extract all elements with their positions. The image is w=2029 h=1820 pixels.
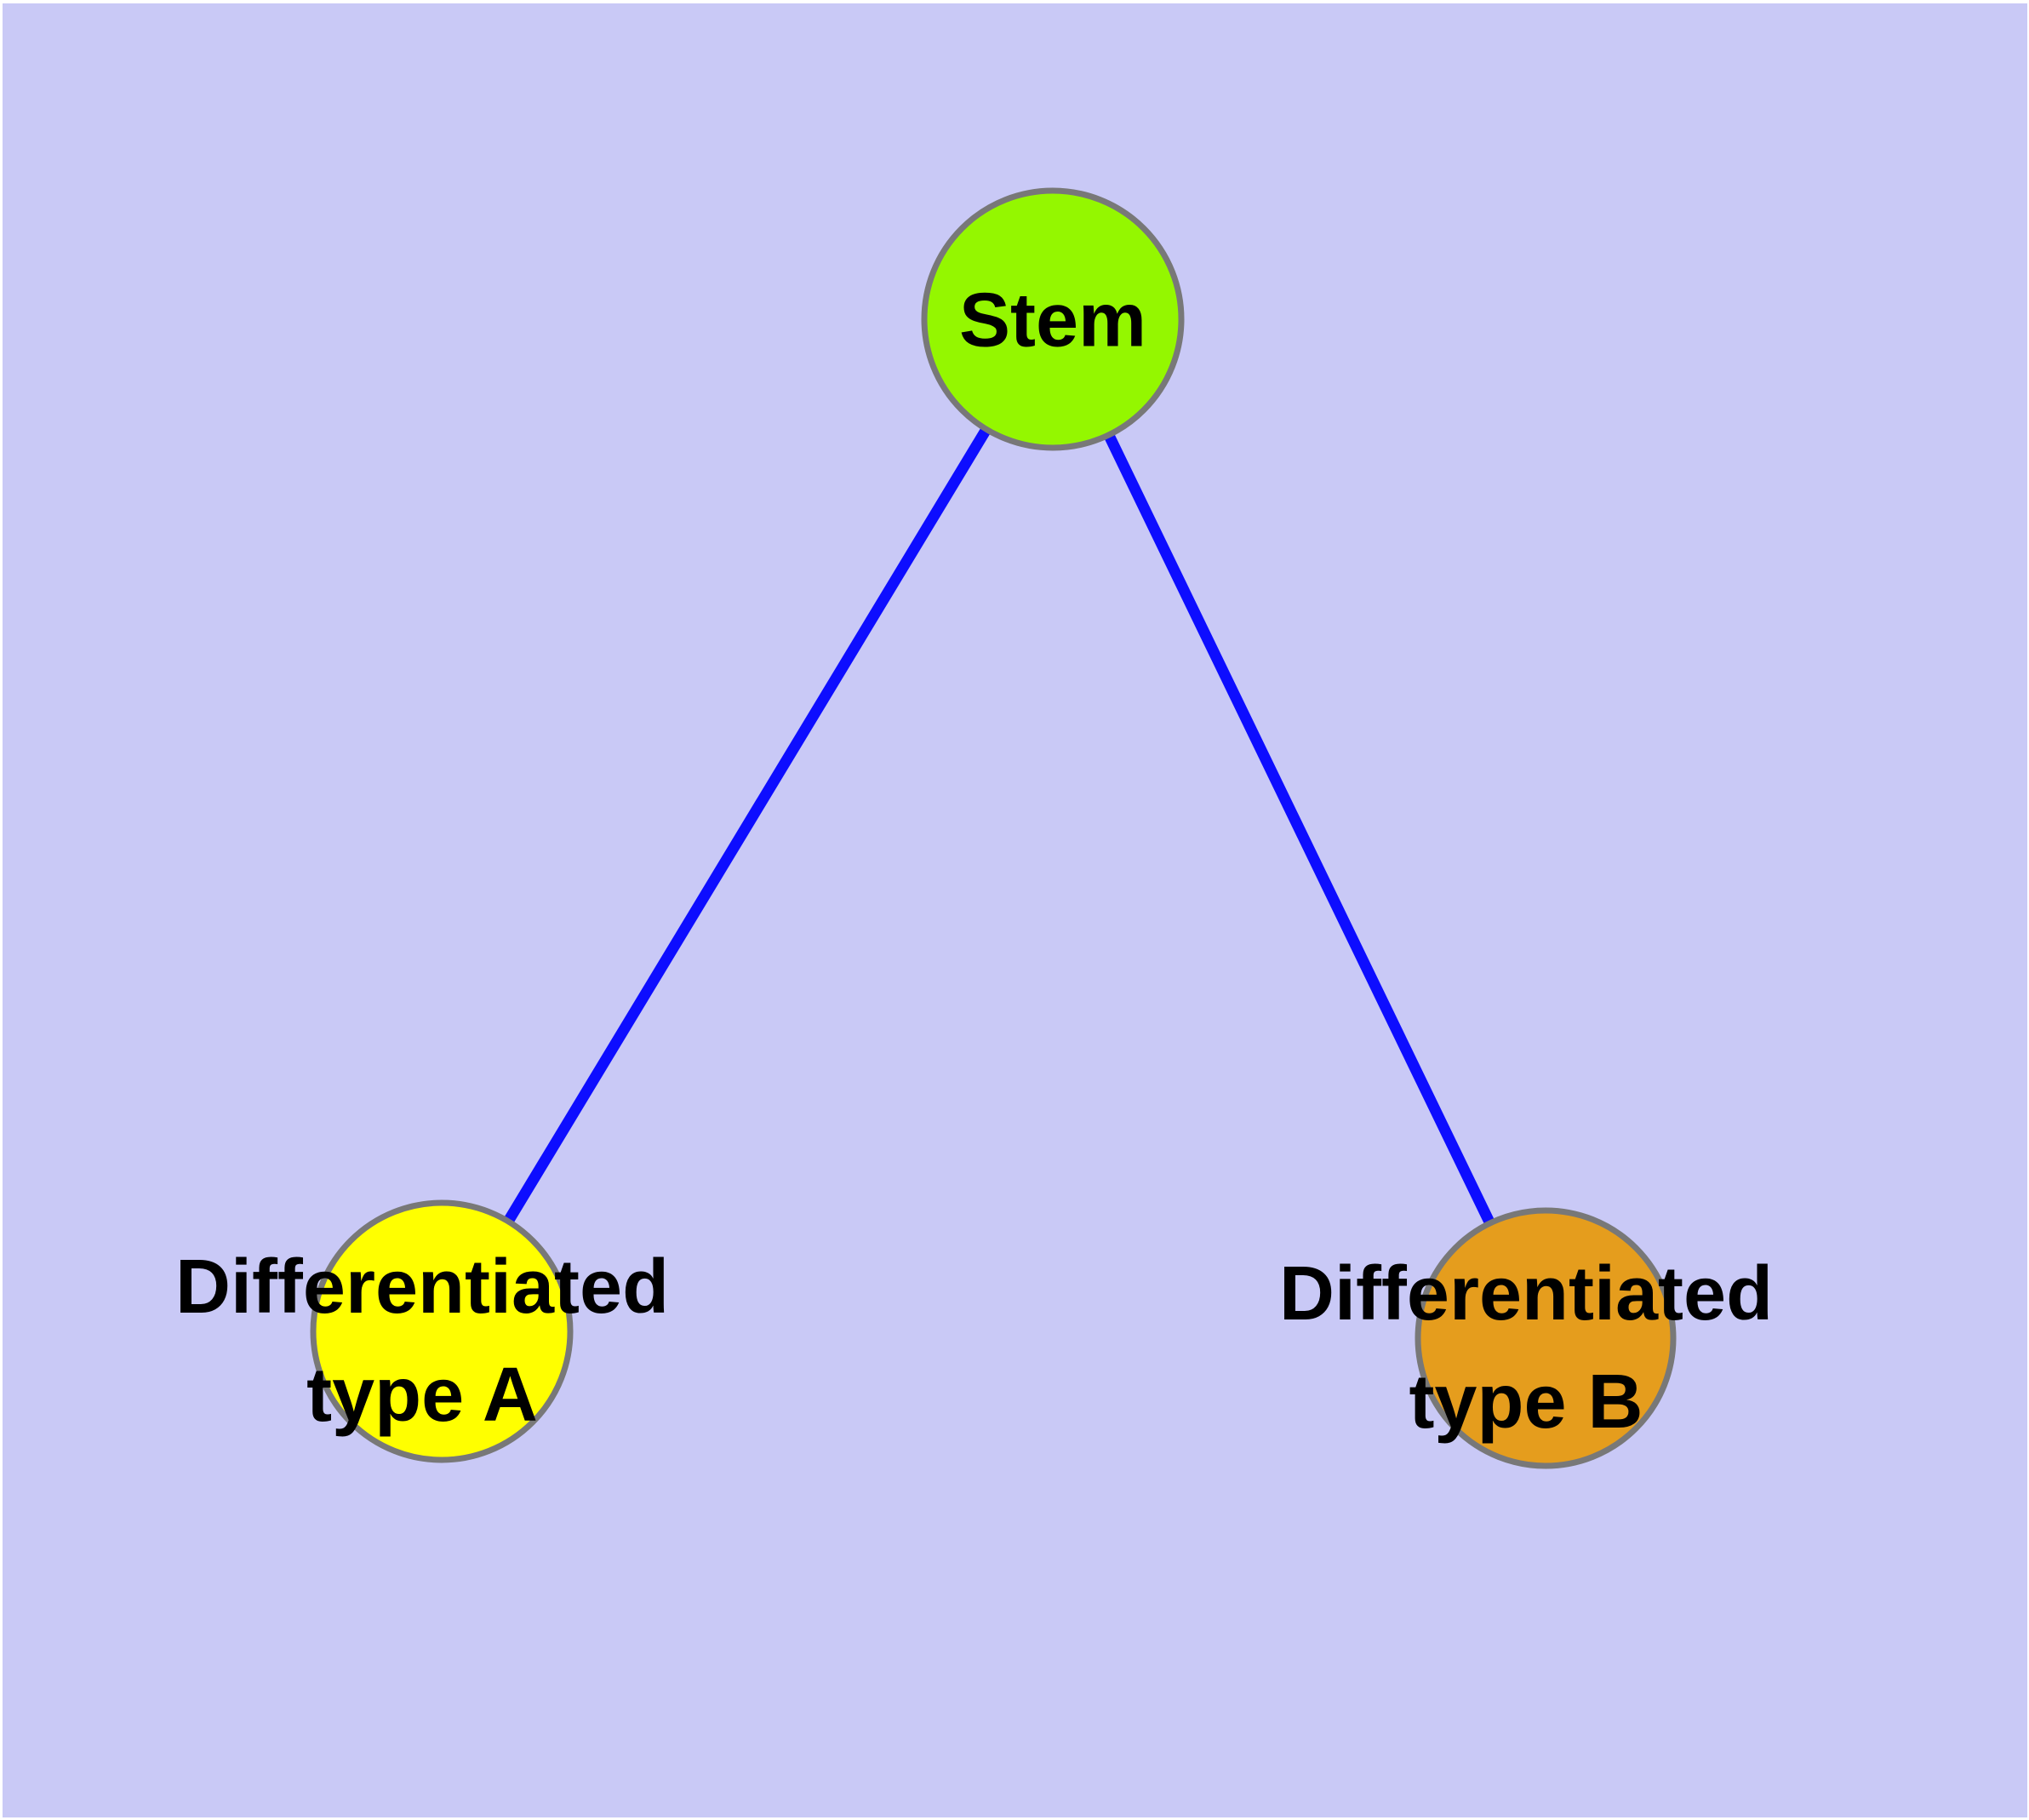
edge-stem-to-type-b (1048, 317, 1551, 1341)
stem-node-circle (921, 187, 1185, 451)
edge-stem-to-type-a (437, 316, 1058, 1335)
type-a-node-circle (310, 1199, 574, 1463)
type-b-node-circle (1415, 1207, 1677, 1469)
